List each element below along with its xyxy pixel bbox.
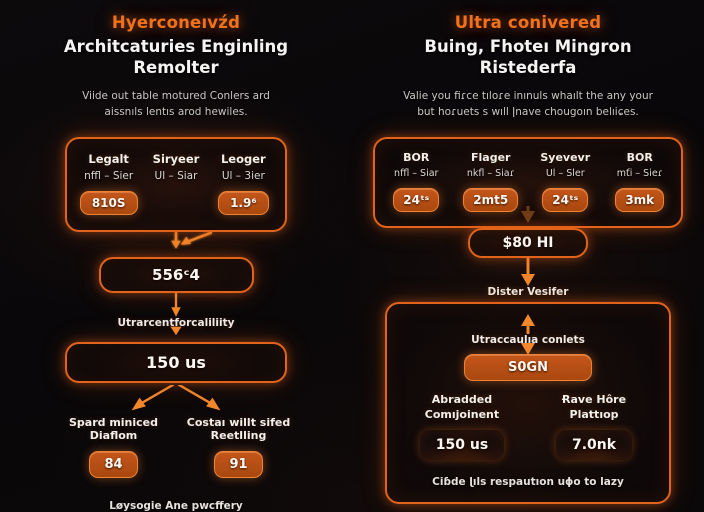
left-column-1-title: Siryeer <box>152 151 200 166</box>
right-headline-line2: Ristederfa <box>479 58 577 78</box>
right-column-0[interactable]: BOR nffl – Siar 24ᵗˢ <box>379 151 454 212</box>
right-sub-col-1-title-line2: Plattıop <box>569 407 619 421</box>
right-column-3[interactable]: BOR mťi – Sieɾ 3mk <box>603 151 678 212</box>
left-split-arrows-icon <box>131 385 221 411</box>
right-column-3-subtitle: mťi – Sieɾ <box>616 167 663 179</box>
right-column-2-subtitle: Ul – Sler <box>545 167 585 179</box>
right-column-2[interactable]: Syevevr Ul – Sler 24ᵗˢ <box>528 151 603 212</box>
left-branch-1[interactable]: Costaı willt sifed Reetlling 91 <box>176 416 301 478</box>
left-branch-1-title-line2: Reetlling <box>210 428 267 442</box>
left-headline-line1: Architcaturies Enginling <box>63 36 289 56</box>
right-sub-col-1[interactable]: Ɍave Hôre Plattıop 7.0nk <box>533 393 655 461</box>
left-footer: Løysogie Ane pwcffery <box>109 499 243 512</box>
left-column-0-title: Legalt <box>88 151 129 166</box>
right-column-2-title: Syevevr <box>540 150 591 164</box>
right-column-0-value[interactable]: 24ᵗˢ <box>393 187 440 212</box>
right-top-card-row: BOR nffl – Siar 24ᵗˢ Flager nkfl – Siaɾ … <box>379 151 677 212</box>
left-subtext-line2: aissnıls lentıs arod hewiles. <box>104 106 248 119</box>
right-flow-label-1: Dister Vesifer <box>487 285 569 298</box>
right-up-arrow-icon <box>521 313 535 334</box>
right-down-arrow-3-icon <box>521 342 535 355</box>
left-column-0-subtitle: nffl – Sier <box>84 169 134 182</box>
left-flow-label: Utrarcentforcaliliity <box>117 316 235 329</box>
left-column-2-value[interactable]: 1.9⁶ <box>218 190 269 215</box>
left-headline: Architcaturies Enginling Remolter <box>64 36 288 78</box>
right-sub-col-0-title-line1: Abradded <box>431 392 493 406</box>
right-headline: Buing, Fhoteı Mingron Ristederfa <box>424 36 631 78</box>
left-down-arrow-1-icon <box>171 293 181 317</box>
right-subtext: Valie you fiɾce tıloɾe inınuls whaılt th… <box>403 88 653 121</box>
right-flow-label-2: Utraccaulıa conlets <box>471 333 585 346</box>
left-eyebrow: Hyerconeıvźd <box>111 13 241 32</box>
left-branch-1-value[interactable]: 91 <box>214 450 263 478</box>
right-column-3-value[interactable]: 3mk <box>615 187 665 212</box>
right-top-card[interactable]: BOR nffl – Siar 24ᵗˢ Flager nkfl – Siaɾ … <box>373 136 683 228</box>
left-branch-0-value[interactable]: 84 <box>89 450 138 478</box>
left-branch-0-title-line2: Diaflom <box>89 428 138 442</box>
left-subtext-line1: Viide out table motured Conlers ard <box>82 90 270 103</box>
right-sub-col-0-value[interactable]: 150 us <box>420 430 504 460</box>
right-column-1-value[interactable]: 2mt5 <box>463 187 519 212</box>
left-column-1[interactable]: Siryeer Ul – Siar <box>142 152 209 182</box>
right-sub-col-0[interactable]: Abradded Comıjoinent 150 us <box>401 393 523 461</box>
right-column-2-value[interactable]: 24ᵗˢ <box>542 187 589 212</box>
right-sub-col-1-title-line1: Ɍave Hôre <box>562 392 627 406</box>
left-converge-arrows-icon <box>171 231 213 249</box>
right-column-3-title: BOR <box>626 150 653 164</box>
right-eyebrow: Ultra conivered <box>454 13 602 32</box>
right-panel: Ultra conivered Buing, Fhoteı Mingron Ri… <box>352 0 704 512</box>
right-column-1[interactable]: Flager nkfl – Siaɾ 2mt5 <box>454 151 529 212</box>
left-merge-value[interactable]: 556ᶜ4 <box>98 257 254 294</box>
left-column-2-title: Leoger <box>220 151 266 166</box>
left-column-0-value[interactable]: 810S <box>79 190 138 215</box>
left-column-1-subtitle: Ul – Siar <box>154 169 198 182</box>
right-column-1-subtitle: nkfl – Siaɾ <box>466 167 515 179</box>
right-column-0-subtitle: nffl – Siar <box>394 167 439 179</box>
left-top-card-row: Legalt nffl – Sier 810S Siryeer Ul – Sia… <box>75 152 277 215</box>
left-top-card[interactable]: Legalt nffl – Sier 810S Siryeer Ul – Sia… <box>65 136 287 232</box>
left-branch-0-title-line1: Spard miniced <box>68 415 159 429</box>
right-column-1-title: Flager <box>471 150 511 164</box>
right-subtext-line1: Valie you fiɾce tıloɾe inınuls whaılt th… <box>403 90 653 103</box>
left-subtext: Viide out table motured Conlers ard aiss… <box>82 88 270 121</box>
left-branch-0[interactable]: Spard miniced Diaflom 84 <box>51 416 176 478</box>
left-panel: Hyerconeıvźd Architcaturies Enginling Re… <box>51 13 301 512</box>
right-column-0-title: BOR <box>403 150 430 164</box>
right-merge-value[interactable]: $80 HI <box>468 227 588 258</box>
right-sub-row: Abradded Comıjoinent 150 us Ɍave Hôre Pl… <box>401 393 655 461</box>
right-headline-line1: Buing, Fhoteı Mingron <box>424 36 632 56</box>
left-branch-row: Spard miniced Diaflom 84 Costaı willt si… <box>51 416 301 478</box>
right-big-card[interactable]: Utraccaulıa conlets S0GN Abradded Comıjo… <box>385 301 671 505</box>
left-column-2[interactable]: Leoger Ul – 3ier 1.9⁶ <box>210 152 277 215</box>
left-headline-line2: Remolter <box>133 58 219 78</box>
right-sub-col-1-value[interactable]: 7.0nk <box>556 430 632 460</box>
right-footer: Ciɓde ɭıls respautıon uɸo to lazy <box>432 476 624 489</box>
right-down-arrow-2-icon <box>521 257 535 286</box>
left-down-arrow-2-icon <box>170 326 182 336</box>
right-sub-col-0-title-line2: Comıjoinent <box>424 407 500 421</box>
left-main-value[interactable]: 150 us <box>65 342 287 384</box>
left-column-0[interactable]: Legalt nffl – Sier 810S <box>75 152 142 215</box>
right-inner-pill[interactable]: S0GN <box>464 353 592 381</box>
left-branch-1-title-line1: Costaı willt sifed <box>186 415 291 429</box>
left-column-2-subtitle: Ul – 3ier <box>221 169 265 182</box>
right-subtext-line2: but hoɾuets s wıll ǀnave chougoın belıiɕ… <box>417 106 639 119</box>
